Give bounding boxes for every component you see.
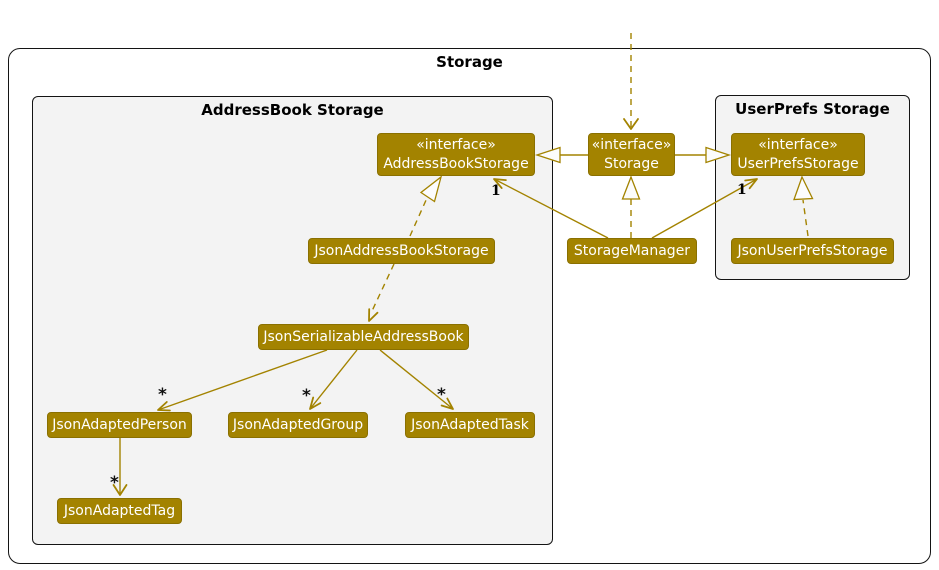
class-addressbookstorage-interface: «interface» AddressBookStorage	[377, 133, 535, 176]
class-storagemanager: StorageManager	[567, 238, 697, 264]
multiplicity-storagemanager-addressbookstorage: 1	[491, 183, 501, 199]
frame-title: Storage	[436, 53, 503, 71]
class-name: JsonAdaptedTag	[63, 502, 176, 519]
class-name: JsonAdaptedGroup	[232, 416, 364, 433]
class-name: JsonAddressBookStorage	[314, 242, 489, 259]
class-name: AddressBookStorage	[383, 155, 529, 172]
class-name: Storage	[604, 155, 659, 172]
stereotype-label: «interface»	[416, 137, 496, 154]
multiplicity-jsonserializableaddressbook-task: *	[437, 385, 446, 405]
class-jsonadaptedtag: JsonAdaptedTag	[57, 498, 182, 524]
multiplicity-storagemanager-userprefsstorage: 1	[737, 182, 747, 198]
class-name: JsonAdaptedTask	[411, 416, 529, 433]
class-storage-interface: «interface» Storage	[588, 133, 675, 176]
class-jsonadaptedperson: JsonAdaptedPerson	[47, 412, 192, 438]
package-addressbook-title: AddressBook Storage	[201, 101, 384, 119]
class-jsonserializableaddressbook: JsonSerializableAddressBook	[258, 324, 469, 350]
class-name: JsonAdaptedPerson	[52, 416, 187, 433]
class-jsonadaptedtask: JsonAdaptedTask	[405, 412, 535, 438]
package-userprefs-title: UserPrefs Storage	[735, 100, 890, 118]
class-name: JsonSerializableAddressBook	[263, 328, 464, 345]
class-userprefsstorage-interface: «interface» UserPrefsStorage	[731, 133, 865, 176]
class-jsonaddressbookstorage: JsonAddressBookStorage	[308, 238, 495, 264]
class-name: JsonUserPrefsStorage	[737, 242, 888, 259]
stereotype-label: «interface»	[591, 137, 672, 154]
class-name: UserPrefsStorage	[737, 155, 859, 172]
multiplicity-jsonadaptedperson-tag: *	[110, 473, 119, 493]
class-jsonadaptedgroup: JsonAdaptedGroup	[228, 412, 368, 438]
class-jsonuserprefsstorage: JsonUserPrefsStorage	[731, 238, 894, 264]
multiplicity-jsonserializableaddressbook-group: *	[302, 386, 311, 406]
multiplicity-jsonserializableaddressbook-person: *	[158, 385, 167, 405]
class-name: StorageManager	[573, 242, 691, 259]
stereotype-label: «interface»	[758, 137, 838, 154]
